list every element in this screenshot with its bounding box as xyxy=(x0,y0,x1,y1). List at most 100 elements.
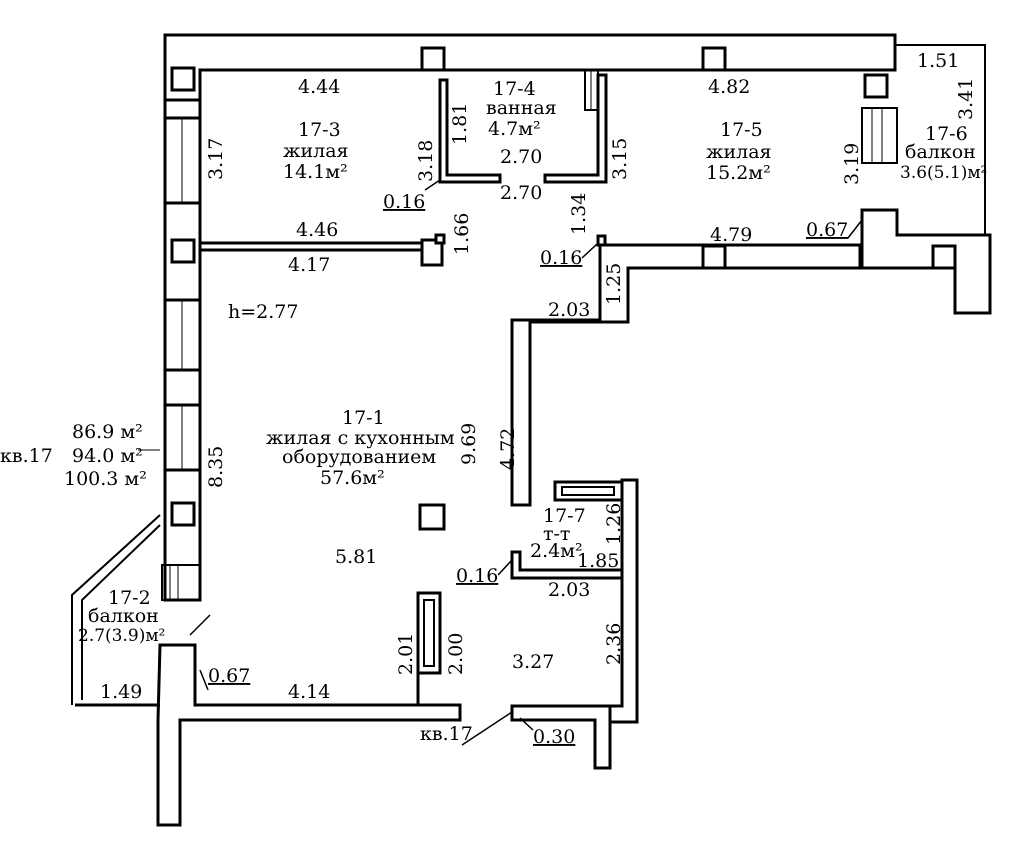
column xyxy=(420,238,444,267)
dim-4-72: 4.72 xyxy=(497,428,519,470)
dim-2-03-a: 2.03 xyxy=(548,299,590,321)
room-17-3-area: 14.1м² xyxy=(283,161,348,183)
room-17-4-name: ванная xyxy=(486,97,557,119)
room-17-7-id: 17-7 xyxy=(543,505,586,527)
dim-4-82: 4.82 xyxy=(708,76,750,98)
column xyxy=(418,503,446,531)
wall-tt-right xyxy=(608,478,639,724)
room-17-6-name: балкон xyxy=(905,141,976,163)
dim-2-70-b: 2.70 xyxy=(500,182,542,204)
wall-bath-right xyxy=(543,73,608,184)
leader xyxy=(519,717,534,731)
dim-3-19: 3.19 xyxy=(841,143,863,185)
dim-3-17: 3.17 xyxy=(205,138,227,180)
column xyxy=(170,501,196,527)
dim-0-16-a: 0.16 xyxy=(383,191,425,213)
dim-0-30: 0.30 xyxy=(533,726,575,748)
room-17-1-area: 57.6м² xyxy=(320,467,385,489)
leader xyxy=(424,179,441,191)
dim-4-44: 4.44 xyxy=(298,76,340,98)
balcony-left-outline-inner xyxy=(81,524,161,700)
room-17-7-name: т-т xyxy=(543,523,570,545)
room-17-5-id: 17-5 xyxy=(720,119,763,141)
room-17-3-id: 17-3 xyxy=(298,119,341,141)
wall-1-34 xyxy=(596,234,607,247)
dim-1-81: 1.81 xyxy=(449,103,471,145)
column xyxy=(863,73,889,99)
room-17-2-id: 17-2 xyxy=(108,587,151,609)
room-17-1-name2: оборудованием xyxy=(282,446,436,468)
dim-2-70-a: 2.70 xyxy=(500,146,542,168)
exterior-wall-bottom-left xyxy=(156,643,462,827)
apartment-name-left: кв.17 xyxy=(0,445,53,467)
room-17-1-name1: жилая с кухонным xyxy=(266,427,455,449)
dim-3-15: 3.15 xyxy=(609,138,631,180)
dim-1-25: 1.25 xyxy=(603,263,625,305)
dim-0-16-b: 0.16 xyxy=(540,247,582,269)
room-17-6-id: 17-6 xyxy=(925,123,968,145)
room-17-2-area: 2.7(3.9)м² xyxy=(78,626,165,646)
vent-shaft xyxy=(416,591,442,675)
column xyxy=(701,244,727,270)
balcony-left-outline xyxy=(71,514,161,705)
column xyxy=(420,46,446,72)
window-left-4 xyxy=(161,564,201,601)
dim-3-41: 3.41 xyxy=(955,78,977,120)
dim-4-46: 4.46 xyxy=(296,219,338,241)
dim-4-79: 4.79 xyxy=(710,224,752,246)
tt-vent xyxy=(553,480,624,502)
dim-1-34: 1.34 xyxy=(568,193,590,235)
wall-bath-left xyxy=(438,78,502,184)
ceiling-height: h=2.77 xyxy=(228,301,298,323)
wall-partition-4-46 xyxy=(198,241,434,252)
dim-3-27: 3.27 xyxy=(512,651,554,673)
area-total-1: 86.9 м² xyxy=(72,421,143,443)
room-17-3-name: жилая xyxy=(283,140,349,162)
room-17-5-area: 15.2м² xyxy=(706,162,771,184)
dim-0-67-a: 0.67 xyxy=(806,219,848,241)
dim-1-51: 1.51 xyxy=(917,50,959,72)
dim-2-03-b: 2.03 xyxy=(548,579,590,601)
room-17-4-area: 4.7м² xyxy=(488,118,541,140)
dim-0-67-b: 0.67 xyxy=(208,665,250,687)
balcony-right-wall xyxy=(860,208,992,315)
balcony-frame xyxy=(861,107,898,164)
dim-2-01: 2.01 xyxy=(395,633,417,675)
balcony-pointer xyxy=(189,614,211,636)
leader xyxy=(497,559,513,576)
dim-4-14: 4.14 xyxy=(288,681,330,703)
leader xyxy=(461,711,513,746)
wall-right-step xyxy=(510,243,862,507)
leader xyxy=(581,243,598,259)
column xyxy=(170,238,196,264)
room-17-1-id: 17-1 xyxy=(342,407,385,429)
room-17-4-id: 17-4 xyxy=(493,78,536,100)
tt-vent-inner xyxy=(561,486,615,496)
leader xyxy=(199,669,209,691)
room-17-7-area: 2.4м² xyxy=(530,540,583,562)
dim-1-85: 1.85 xyxy=(577,550,619,572)
vent-shaft-inner xyxy=(423,599,435,667)
column-dot xyxy=(434,233,446,245)
dim-2-00: 2.00 xyxy=(445,633,467,675)
wall-tt-bottom xyxy=(510,550,624,580)
dim-1-66: 1.66 xyxy=(451,213,473,255)
area-total-3: 100.3 м² xyxy=(64,468,147,490)
dim-9-69: 9.69 xyxy=(458,423,480,465)
room-17-2-name: балкон xyxy=(88,605,159,627)
dim-4-17: 4.17 xyxy=(288,254,330,276)
balcony-right-outline xyxy=(895,44,986,235)
column xyxy=(170,66,196,92)
dim-2-36: 2.36 xyxy=(603,623,625,665)
room-17-5-name: жилая xyxy=(706,141,772,163)
dim-8-35: 8.35 xyxy=(205,446,227,488)
dim-5-81: 5.81 xyxy=(335,546,377,568)
dim-1-49: 1.49 xyxy=(100,681,142,703)
column xyxy=(931,244,957,270)
dim-0-16-c: 0.16 xyxy=(456,565,498,587)
column xyxy=(701,46,727,72)
entrance-label: кв.17 xyxy=(420,723,473,745)
dim-1-26: 1.26 xyxy=(603,503,625,545)
dim-3-18: 3.18 xyxy=(415,140,437,182)
